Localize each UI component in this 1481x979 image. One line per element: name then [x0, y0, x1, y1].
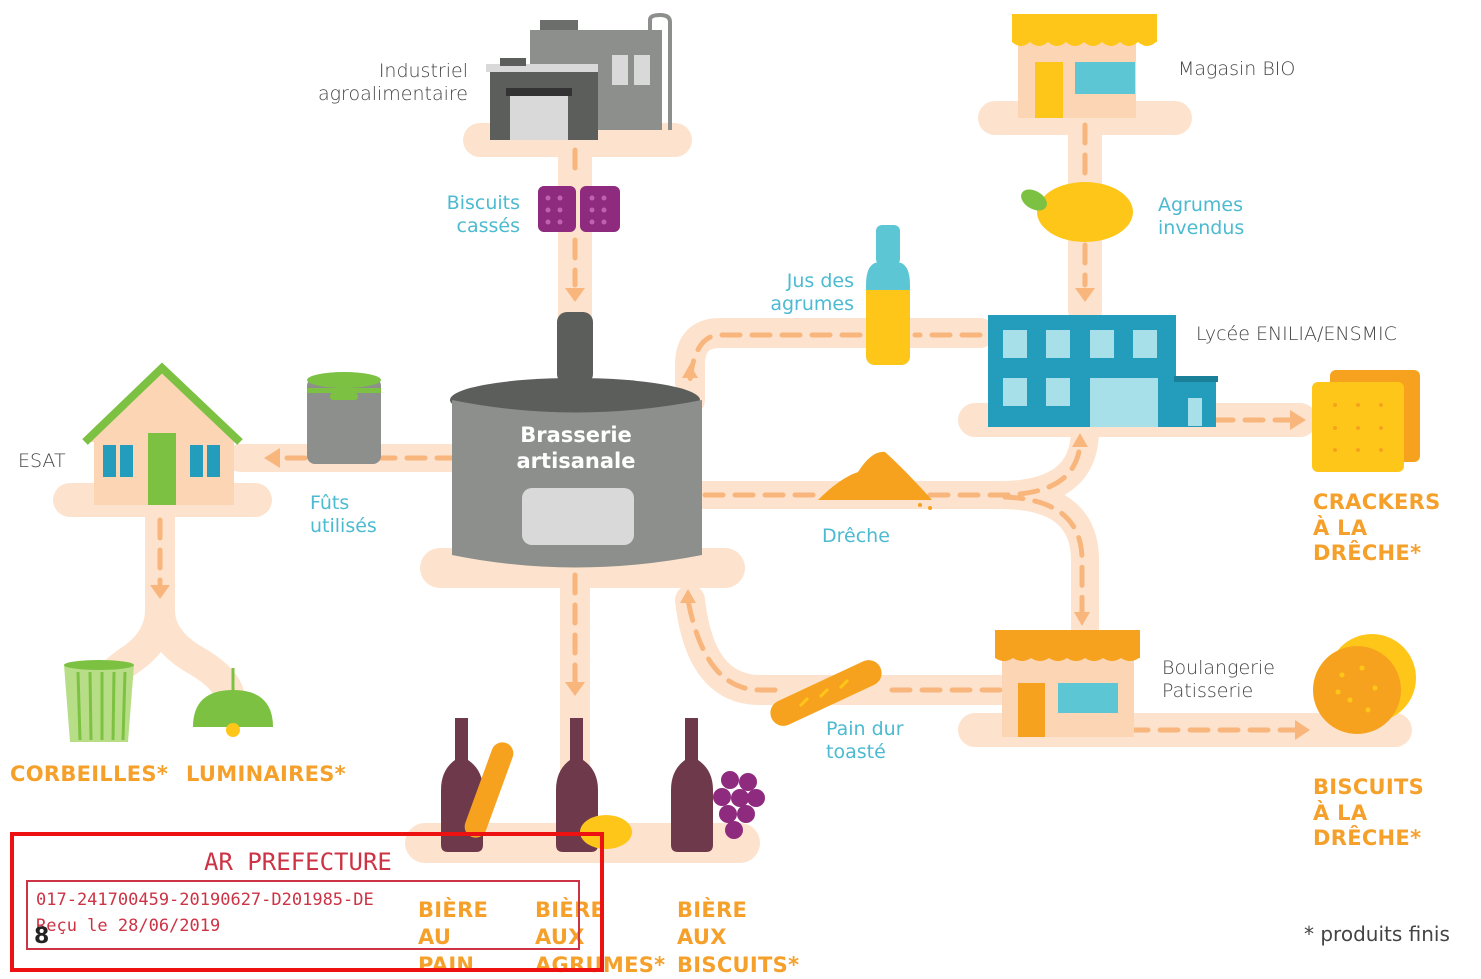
flow-jus-agrumes-label: Jus des agrumes	[770, 270, 854, 316]
flow-pain-dur-label: Pain dur toasté	[826, 718, 904, 764]
flow-biscuits-casses-label: Biscuits cassés	[446, 192, 520, 238]
node-industriel-label: Industriel agroalimentaire	[318, 60, 468, 106]
bakery-icon	[995, 630, 1140, 737]
broken-biscuits-icon	[538, 186, 620, 232]
organic-store-icon	[1012, 14, 1157, 118]
node-brasserie-label: Brasserie artisanale	[516, 423, 636, 473]
round-biscuit-icon	[1313, 634, 1416, 734]
stamp-inner-box	[26, 880, 580, 950]
prefecture-stamp: AR PREFECTURE 017-241700459-20190627-D20…	[10, 832, 604, 972]
stamp-reference: 017-241700459-20190627-D201985-DE	[36, 890, 374, 910]
keg-icon	[307, 372, 381, 464]
product-corbeilles-label: CORBEILLES*	[10, 762, 169, 786]
stamp-received-date: Reçu le 28/06/2019	[36, 916, 221, 936]
footnote: * produits finis	[1304, 922, 1450, 946]
house-icon	[82, 362, 243, 505]
school-building-icon	[988, 315, 1218, 427]
product-crackers-label: CRACKERS À LA DRÊCHE*	[1313, 490, 1441, 566]
beer-bottles-icon	[441, 718, 765, 852]
stamp-title: AR PREFECTURE	[204, 848, 392, 876]
product-biscuits-label: BISCUITS À LA DRÊCHE*	[1313, 775, 1425, 851]
basket-icon	[64, 660, 134, 742]
node-lycee-label: Lycée ENILIA/ENSMIC	[1196, 323, 1397, 345]
flow-agrumes-invendus-label: Agrumes invendus	[1158, 194, 1245, 240]
page-number: 8	[34, 924, 50, 949]
node-boulangerie-label: Boulangerie Patisserie	[1162, 657, 1275, 703]
node-magasin-label: Magasin BIO	[1178, 58, 1296, 80]
flow-dreche-label: Drêche	[822, 525, 890, 547]
baguette-icon	[770, 660, 882, 726]
factory-icon	[486, 12, 672, 140]
juice-bottle-icon	[866, 225, 910, 365]
product-biere-biscuits-label: BIÈRE AUX BISCUITS*	[677, 898, 800, 977]
flow-futs-utilises-label: Fûts utilisés	[310, 492, 377, 538]
lemon-icon	[1021, 182, 1133, 242]
lamp-icon	[193, 668, 273, 737]
brewery-vat-icon	[450, 312, 702, 568]
arrow-heads	[150, 288, 1310, 740]
node-esat-label: ESAT	[18, 450, 66, 472]
product-luminaires-label: LUMINAIRES*	[186, 762, 346, 786]
product-biere-pain-label: BIÈRE AU PAIN	[418, 898, 489, 977]
cracker-icon	[1312, 370, 1420, 472]
spent-grain-icon	[818, 451, 932, 510]
